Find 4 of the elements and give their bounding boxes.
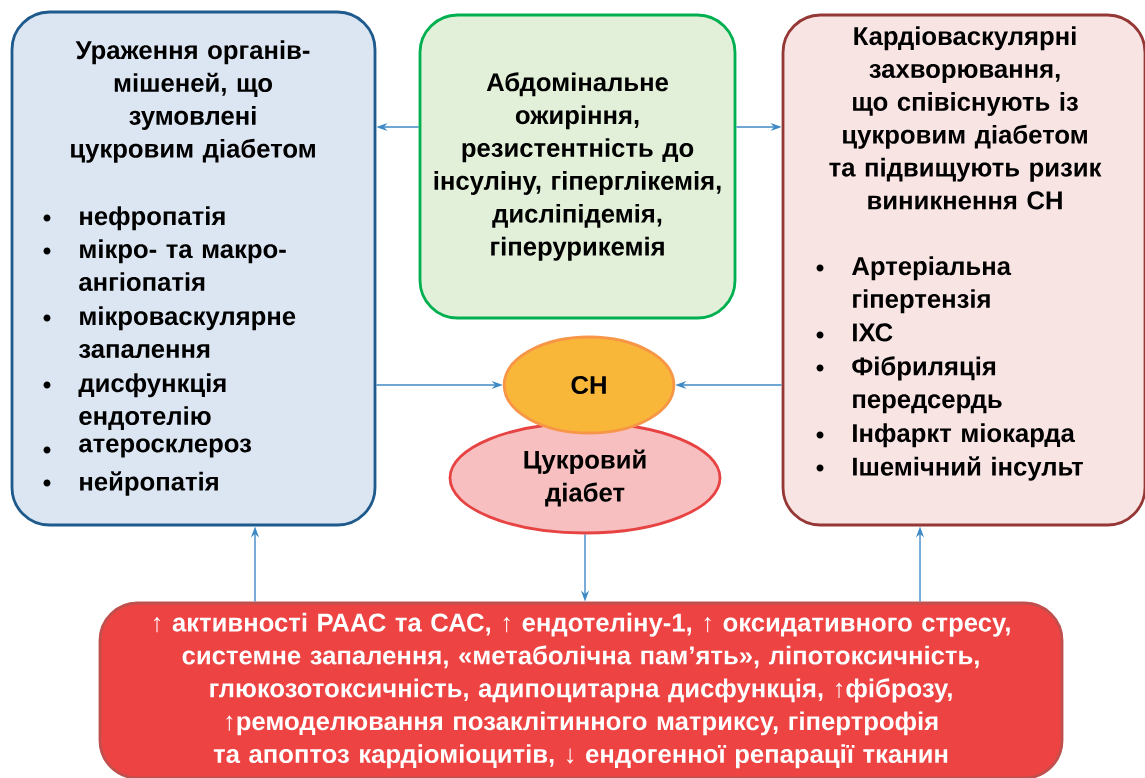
rounded-box: ↑ активності РААС та САС, ↑ ендотеліну-1, ↑ оксидативного стресу, системне запалення, «метаболічна пам’ять», ліпотоксичність, глюкозотоксичність, адипоцитарна дисфункція, ↑фіброзу, ↑ремоделювання позаклітинного матриксу, гіпертрофія та апоптоз кардіоміоцитів, ↓ ендогенної репарації тканин <box>98 601 1064 778</box>
rounded-box: Ураження органів-мішеней, що зумовлені цукровим діабетом нефропатія мікро- та макро- ангіопатія мікроваскулярне запалення дисфункція ендотелію атеросклероз нейропатія <box>10 10 377 527</box>
rounded-box: Кардіоваскулярні захворювання, що співіснують із цукровим діабетом та підвищують ризик виникнення СН Артеріальна гіпертензія ІХС Фібриляція передсердь Інфаркт міокарда Ішемічний інсульт <box>781 13 1145 527</box>
rounded-box: Абдомінальне ожиріння, резистентність до інсуліну, гіперглікемія, дисліпідемія, гіперурикемія <box>418 13 737 320</box>
